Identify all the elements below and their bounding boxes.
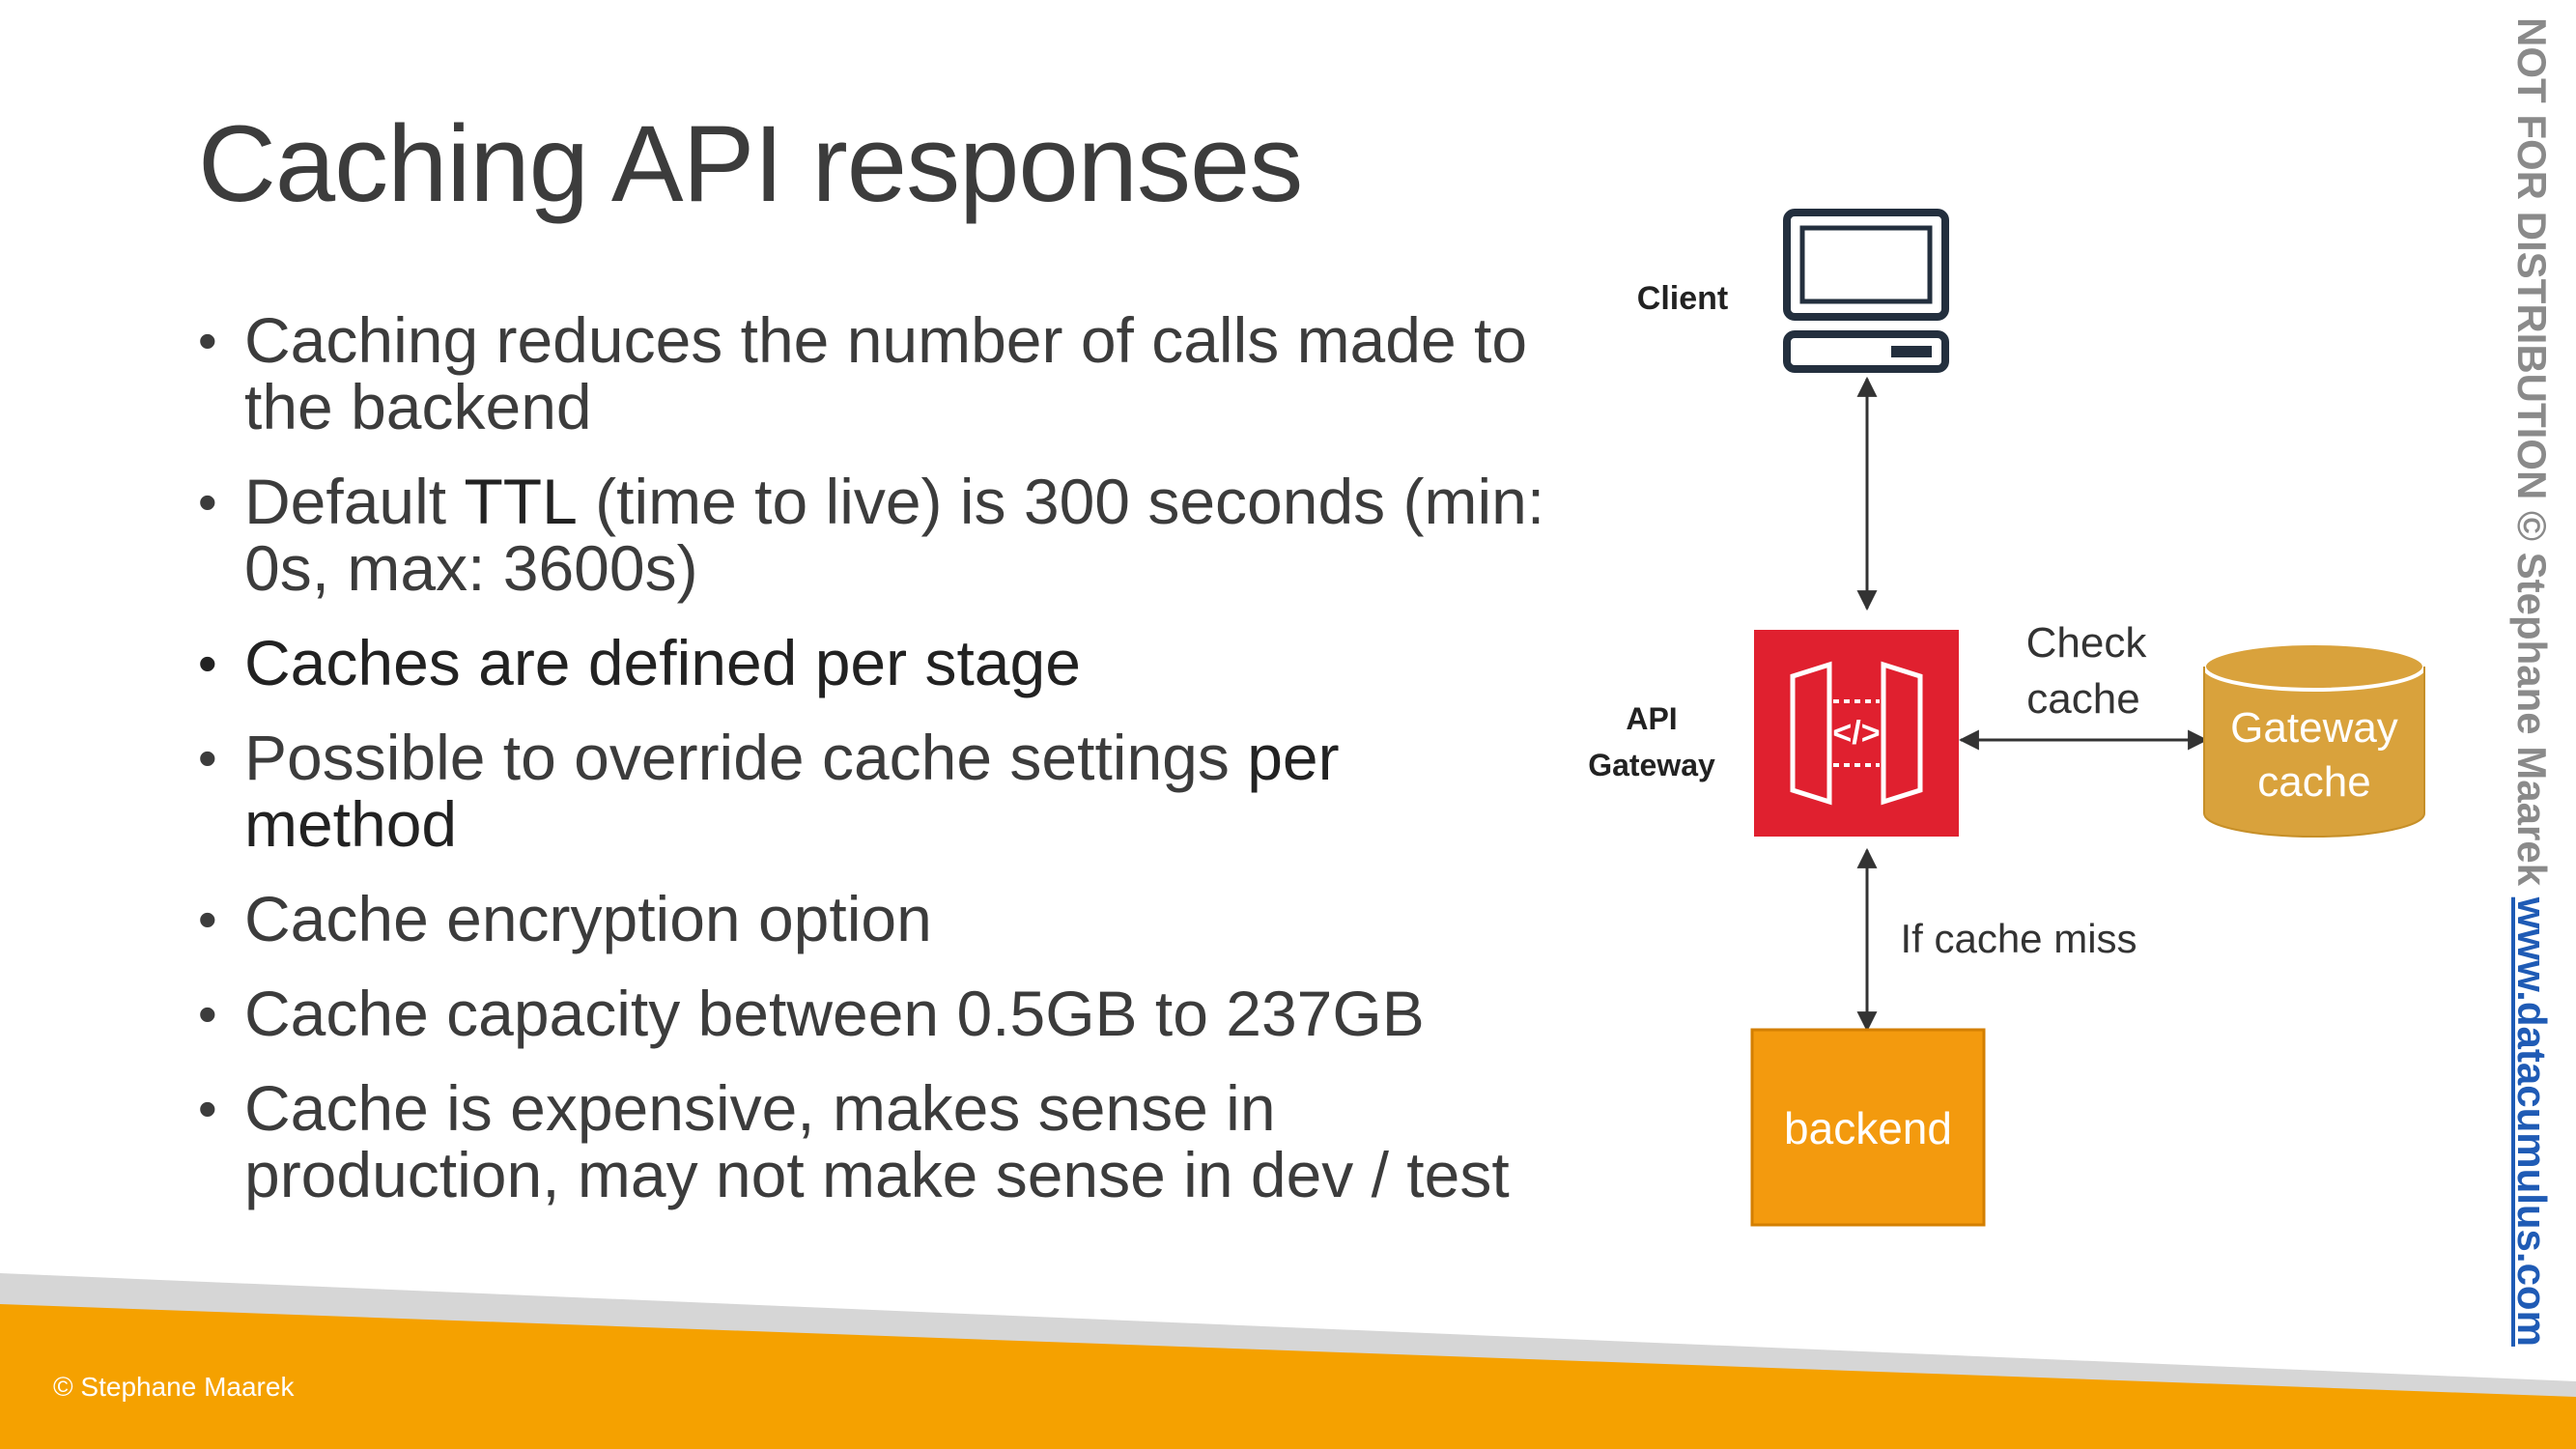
client-computer-icon	[1783, 209, 1949, 373]
check-cache-label-line2: cache	[2026, 675, 2139, 723]
api-gateway-label-line1: API	[1626, 701, 1677, 736]
api-gateway-label-line2: Gateway	[1588, 748, 1715, 782]
client-label: Client	[1637, 280, 1728, 317]
cache-miss-label: If cache miss	[1900, 916, 2137, 961]
check-cache-label-line1: Check	[2026, 619, 2148, 667]
datacumulus-link[interactable]: www.datacumulus.com	[2509, 896, 2555, 1347]
bullet-item: Default TTL (time to live) is 300 second…	[198, 469, 1550, 602]
gateway-cache-label-line2: cache	[2257, 758, 2370, 806]
backend-label: backend	[1784, 1103, 1952, 1153]
bullet-item: Cache encryption option	[198, 886, 1550, 953]
backend-box	[1750, 1028, 1986, 1227]
slide-title: Caching API responses	[198, 103, 1303, 224]
bullet-item: Caching reduces the number of calls made…	[198, 307, 1550, 440]
distribution-watermark: NOT FOR DISTRIBUTION © Stephane Maarek w…	[2509, 17, 2555, 1347]
ttl-emphasis: TTL	[464, 466, 578, 537]
bullet-item: Possible to override cache settings per …	[198, 724, 1550, 858]
bullet-item: Cache is expensive, makes sense in produ…	[198, 1075, 1550, 1208]
bullet-list: Caching reduces the number of calls made…	[198, 307, 1550, 1236]
footer-orange-band	[0, 1304, 2576, 1449]
api-gateway-icon: </>	[1754, 630, 1959, 837]
bullet-item: Caches are defined per stage	[198, 630, 1550, 697]
bullet-item: Cache capacity between 0.5GB to 237GB	[198, 980, 1550, 1048]
gateway-cache-cylinder	[2202, 641, 2426, 838]
per-method-emphasis: per method	[244, 722, 1340, 860]
footer-copyright: © Stephane Maarek	[53, 1372, 295, 1402]
svg-text:</>: </>	[1832, 715, 1880, 752]
gateway-cache-label-line1: Gateway	[2230, 704, 2398, 752]
